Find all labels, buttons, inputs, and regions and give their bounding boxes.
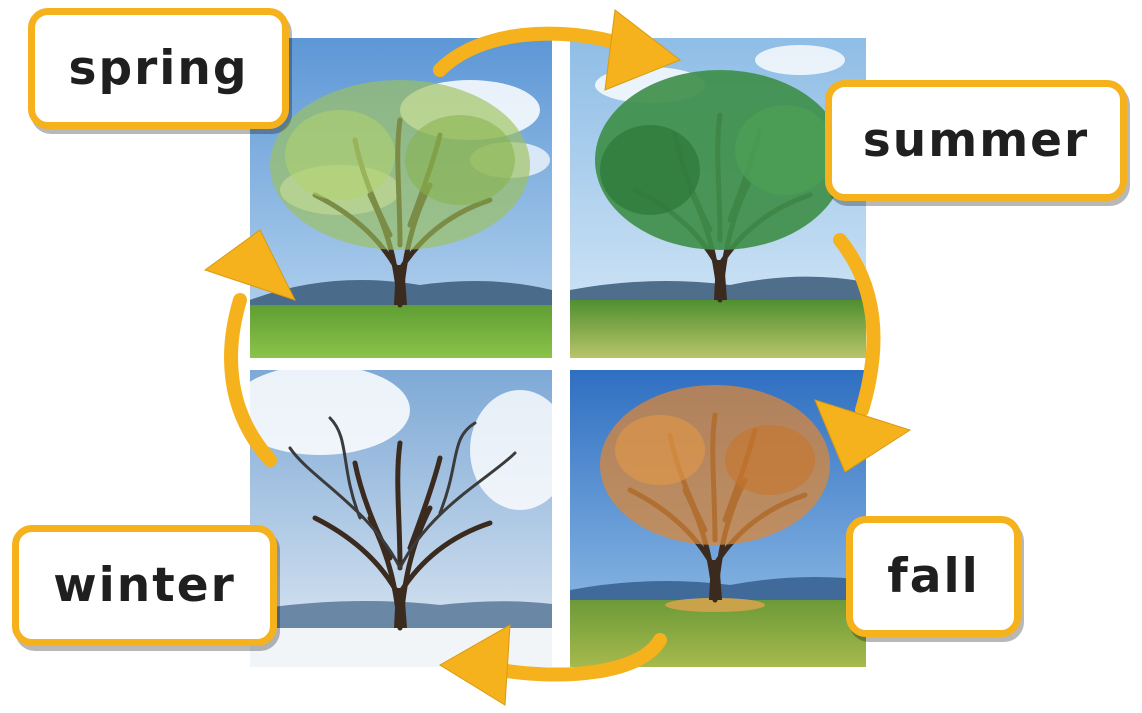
spring-panel: [250, 38, 552, 358]
summer-tree-icon: [595, 70, 845, 300]
fall-label-box: fall: [846, 516, 1021, 637]
winter-tree-icon: [288, 416, 517, 628]
summer-panel: [570, 38, 866, 358]
arrowhead-winter: [439, 624, 511, 706]
arrow-spring-to-summer: [433, 26, 632, 77]
arrow-heads: [203, 9, 912, 706]
arrow-winter-to-spring: [224, 293, 277, 467]
winter-panel: [230, 365, 570, 667]
fall-tree-icon: [600, 385, 830, 600]
curved-arrow-icon: [224, 26, 881, 682]
summer-label-box: summer: [825, 80, 1127, 201]
fall-panel: [570, 370, 866, 667]
arrowhead-summer: [604, 9, 682, 91]
arrow-summer-to-fall: [833, 233, 881, 417]
arrowhead-fall: [814, 399, 912, 473]
arrow-fall-to-winter: [493, 633, 667, 682]
fall-label: fall: [887, 549, 980, 604]
spring-label-box: spring: [28, 8, 289, 129]
summer-label: summer: [862, 113, 1090, 168]
arrowhead-spring: [203, 229, 296, 301]
winter-label: winter: [53, 558, 236, 613]
winter-label-box: winter: [12, 525, 277, 646]
spring-label: spring: [68, 41, 249, 96]
spring-tree-icon: [270, 80, 530, 305]
